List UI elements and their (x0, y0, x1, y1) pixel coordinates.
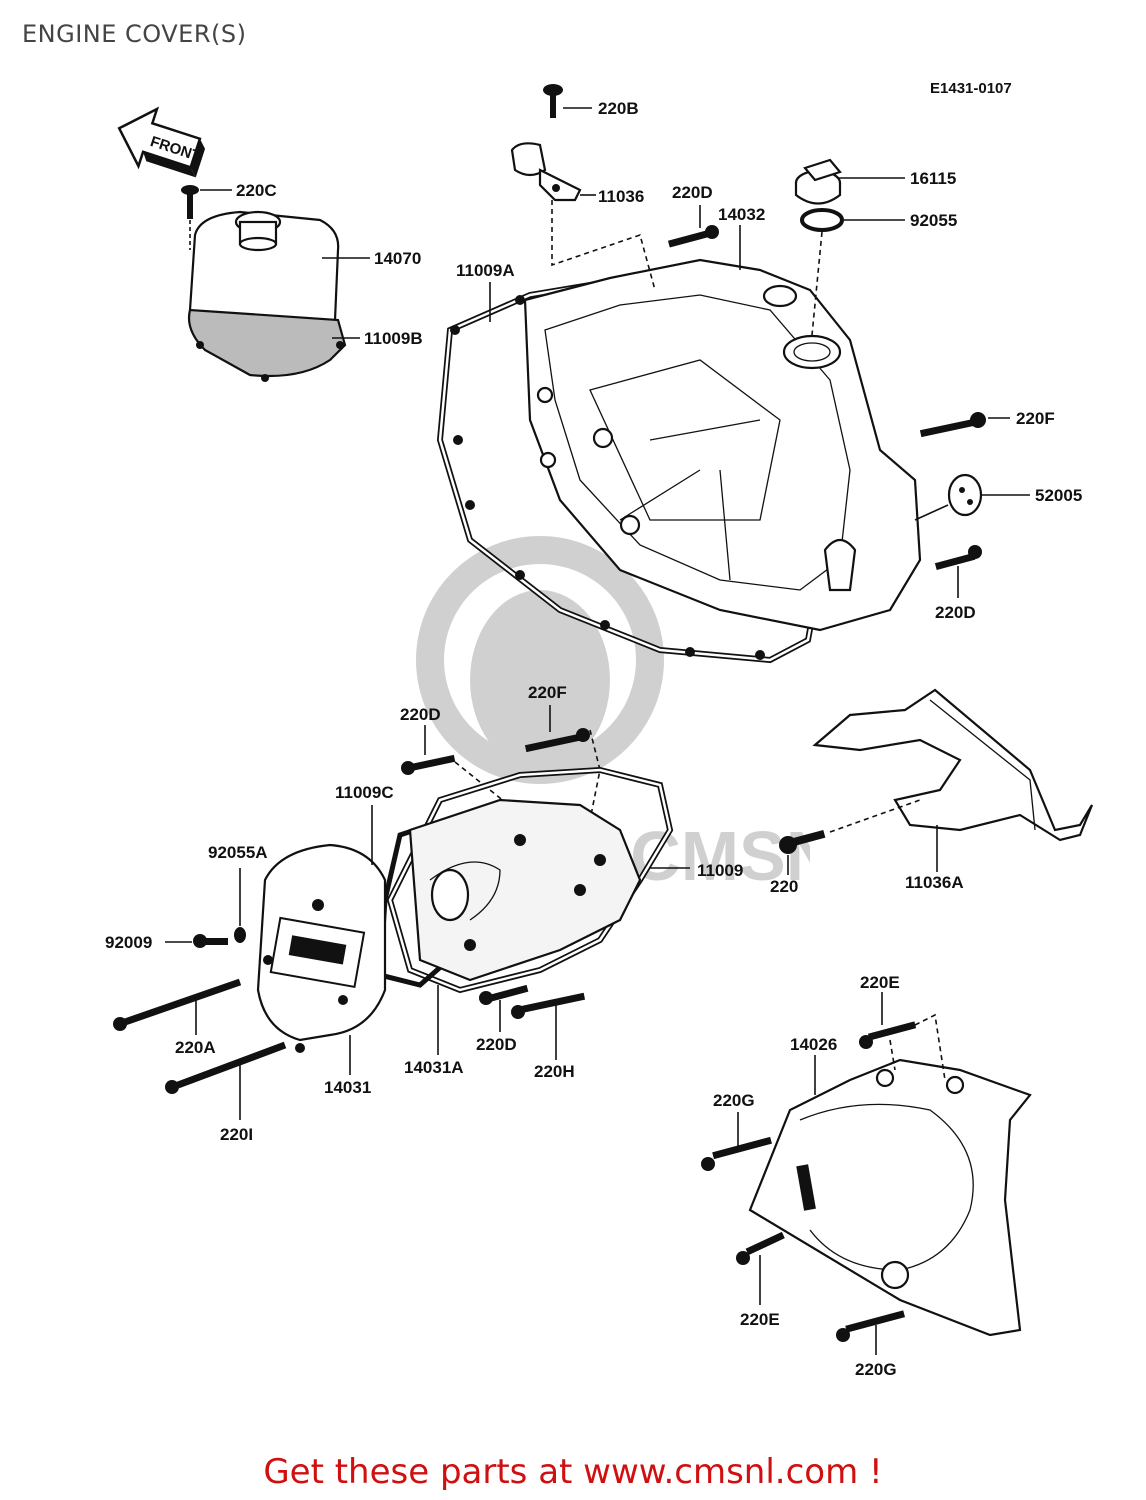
label-14070: 14070 (374, 249, 421, 268)
label-220e-top: 220E (860, 973, 900, 992)
label-14031: 14031 (324, 1078, 371, 1097)
label-220d-mid: 220D (400, 705, 441, 724)
label-14032: 14032 (718, 205, 765, 224)
screw-220c-icon (181, 185, 199, 219)
label-220b: 220B (598, 99, 639, 118)
screw-92009-icon (193, 934, 228, 948)
label-11036a: 11036A (905, 873, 964, 892)
part-14031a-housing (408, 798, 642, 982)
screw-220g-low-icon (836, 1310, 906, 1342)
label-16115: 16115 (910, 169, 956, 188)
label-220e-low: 220E (740, 1310, 780, 1329)
screw-220d-top-icon (667, 225, 719, 248)
part-11036a-bracket (812, 688, 1094, 842)
label-220c: 220C (236, 181, 277, 200)
label-92009: 92009 (105, 933, 152, 952)
label-220d-top: 220D (672, 183, 713, 202)
screw-220d-mid-icon (401, 754, 456, 775)
screw-220e-top-icon (859, 1021, 917, 1049)
label-14026: 14026 (790, 1035, 837, 1054)
part-52005-plug (947, 473, 983, 517)
label-11009b: 11009B (364, 329, 423, 348)
part-14031-cover (256, 843, 387, 1053)
screw-220d-low-icon (479, 984, 529, 1005)
label-220d-right: 220D (935, 603, 976, 622)
diagram-code: E1431-0107 (930, 80, 1012, 97)
label-220a: 220A (175, 1038, 216, 1057)
label-52005: 52005 (1035, 486, 1082, 505)
part-11036-clamp (510, 142, 582, 202)
label-11036: 11036 (598, 187, 644, 206)
label-220d-low: 220D (476, 1035, 517, 1054)
washer-92055a-icon (234, 927, 246, 943)
part-92055-o-ring (800, 208, 844, 232)
part-14026-sprocket-cover (748, 1058, 1032, 1337)
front-arrow-icon: FRONT (117, 106, 206, 178)
screw-220d-right-icon (934, 545, 982, 571)
bolt-220a-icon (113, 978, 242, 1031)
part-14032-clutch-cover (523, 258, 922, 632)
screw-220-icon (779, 829, 826, 854)
label-92055: 92055 (910, 211, 957, 230)
label-220f-mid: 220F (528, 683, 567, 702)
label-220g-top: 220G (713, 1091, 755, 1110)
screw-220g-top-icon (701, 1136, 772, 1171)
label-11009a: 11009A (456, 261, 515, 280)
bolt-220i-icon (165, 1041, 287, 1094)
screw-220e-low-icon (736, 1231, 785, 1265)
screw-220f-right-icon (919, 412, 986, 438)
label-220: 220 (770, 877, 798, 896)
part-16115-oil-cap (794, 158, 842, 205)
label-220h: 220H (534, 1062, 575, 1081)
page-title: ENGINE COVER(S) (22, 20, 247, 48)
screw-220f-mid-icon (524, 728, 590, 753)
part-14070-cover (187, 210, 347, 382)
label-220g-low: 220G (855, 1360, 897, 1379)
label-220f-right: 220F (1016, 409, 1055, 428)
screw-220h-icon (511, 992, 586, 1019)
label-220i: 220I (220, 1125, 253, 1144)
label-11009: 11009 (697, 861, 743, 880)
label-92055a: 92055A (208, 843, 268, 862)
label-14031a: 14031A (404, 1058, 464, 1077)
screw-220b-icon (543, 84, 563, 118)
footer-link[interactable]: Get these parts at www.cmsnl.com ! (263, 1452, 883, 1492)
label-11009c: 11009C (335, 783, 394, 802)
